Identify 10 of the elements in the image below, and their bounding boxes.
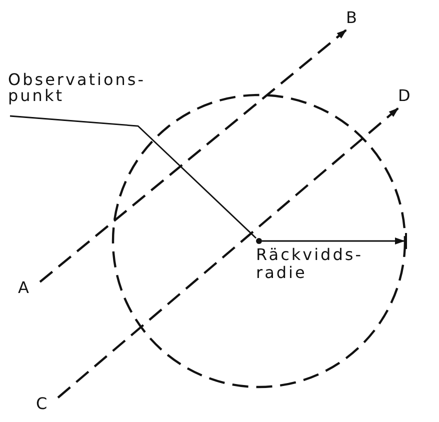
point-letter: C <box>36 396 50 412</box>
leader-line <box>10 115 256 239</box>
dashed-arrow <box>39 29 347 283</box>
point-letter: D <box>398 88 414 104</box>
point-letter: A <box>18 280 32 296</box>
observation-point <box>256 238 262 244</box>
dashed-arrow <box>57 108 399 398</box>
callout-text: Observations- punkt <box>8 72 147 104</box>
dimension-label: Räckvidds- radie <box>256 246 364 282</box>
point-letter: B <box>346 10 360 26</box>
